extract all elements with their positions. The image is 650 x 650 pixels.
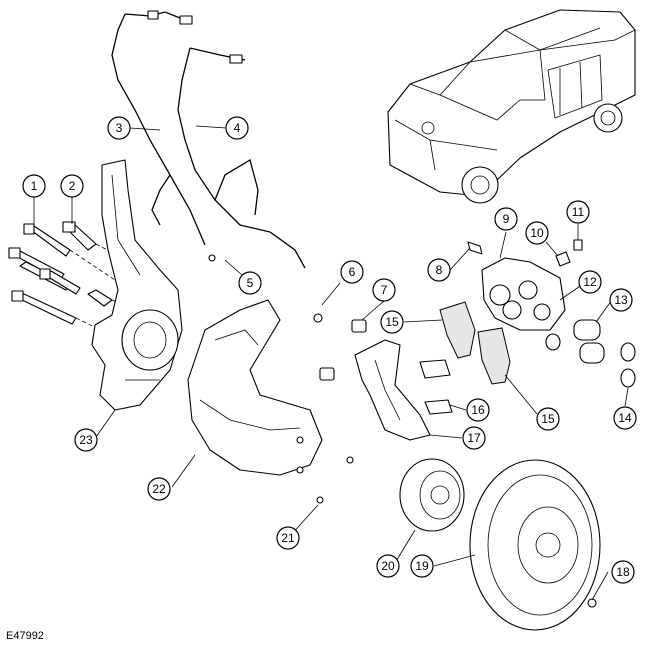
callout-1: 1	[22, 174, 46, 198]
callout-14: 14	[613, 406, 637, 430]
callout-19: 19	[410, 554, 434, 578]
abs-sensor-cables	[111, 10, 306, 269]
callout-10: 10	[525, 221, 549, 245]
callout-17: 17	[462, 426, 486, 450]
svg-text:17: 17	[467, 431, 481, 445]
svg-text:23: 23	[79, 433, 93, 447]
svg-text:7: 7	[381, 283, 388, 297]
svg-text:13: 13	[614, 293, 628, 307]
brake-shield	[187, 299, 323, 476]
svg-text:4: 4	[234, 121, 241, 135]
svg-text:2: 2	[69, 179, 76, 193]
callout-16: 16	[466, 398, 490, 422]
svg-text:9: 9	[503, 212, 510, 226]
vehicle-illustration	[387, 9, 636, 204]
callout-4: 4	[225, 116, 249, 140]
svg-text:11: 11	[572, 205, 585, 219]
svg-text:22: 22	[152, 482, 166, 496]
callout-8: 8	[427, 258, 451, 282]
svg-text:16: 16	[471, 403, 485, 417]
callout-6: 6	[340, 260, 364, 284]
svg-text:12: 12	[583, 275, 597, 289]
callout-23: 23	[74, 428, 98, 452]
callout-18: 18	[611, 560, 635, 584]
callout-7: 7	[372, 278, 396, 302]
svg-text:15: 15	[541, 412, 555, 426]
wheel-hub	[399, 458, 465, 532]
callout-12: 12	[578, 270, 602, 294]
callout-5: 5	[238, 271, 262, 295]
svg-text:21: 21	[281, 531, 295, 545]
svg-text:15: 15	[385, 315, 399, 329]
svg-text:19: 19	[415, 559, 429, 573]
callout-13: 13	[609, 288, 633, 312]
callout-21: 21	[276, 526, 300, 550]
caliper-pistons	[545, 319, 636, 388]
small-fasteners	[208, 239, 597, 608]
callout-15b: 15	[536, 407, 560, 431]
brake-disc	[469, 459, 601, 631]
callout-3: 3	[107, 116, 131, 140]
svg-text:1: 1	[31, 179, 38, 193]
leader-lines	[33, 125, 629, 601]
brake-pads	[439, 301, 511, 385]
svg-text:5: 5	[247, 276, 254, 290]
svg-text:18: 18	[616, 565, 630, 579]
caliper-carrier	[354, 339, 431, 441]
brake-caliper	[481, 257, 566, 331]
callout-22: 22	[147, 477, 171, 501]
svg-text:10: 10	[530, 226, 544, 240]
diagram-code-label: E47992	[6, 630, 44, 642]
bolts-left	[8, 221, 131, 333]
svg-text:8: 8	[436, 263, 443, 277]
callout-15a: 15	[380, 310, 404, 334]
svg-text:14: 14	[618, 411, 632, 425]
callout-2: 2	[60, 174, 84, 198]
callout-9: 9	[494, 207, 518, 231]
callout-20: 20	[376, 554, 400, 578]
svg-text:3: 3	[116, 121, 123, 135]
steering-knuckle	[91, 159, 183, 411]
svg-text:6: 6	[349, 265, 356, 279]
callout-11: 11	[566, 200, 590, 224]
svg-text:20: 20	[381, 559, 395, 573]
